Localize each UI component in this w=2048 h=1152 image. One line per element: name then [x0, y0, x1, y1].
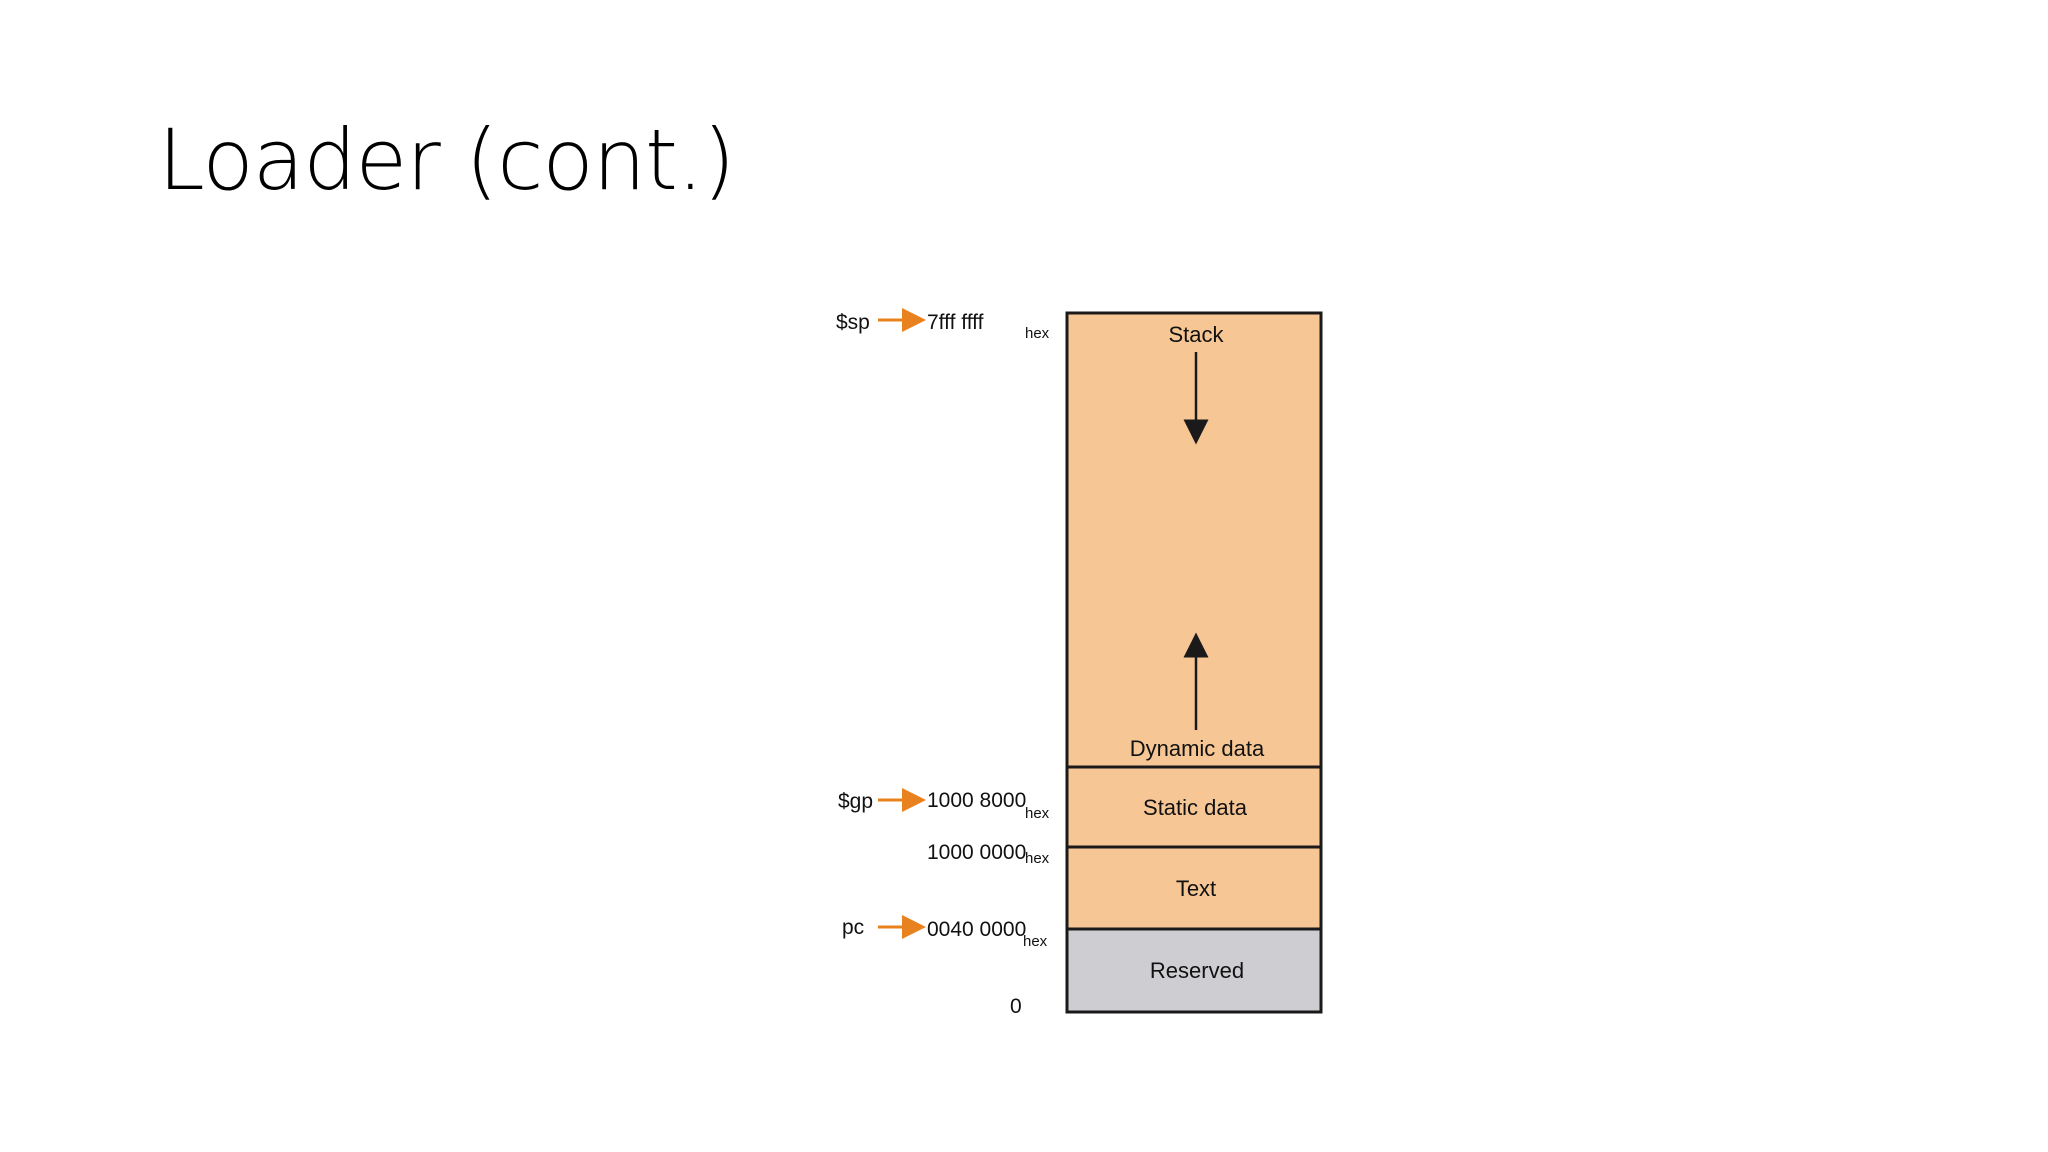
stack-dynamic-segment: [1065, 311, 1323, 769]
static-data-segment: [1065, 765, 1323, 849]
text-label: Text: [1176, 876, 1216, 901]
hex-suffix-data-start: hex: [1025, 850, 1050, 867]
dynamic-data-label: Dynamic data: [1130, 736, 1265, 761]
address-stack-top: 7fff ffff: [927, 311, 984, 334]
reserved-label: Reserved: [1150, 958, 1244, 983]
address-text-start: 0040 0000: [927, 918, 1026, 941]
hex-suffix-gp: hex: [1025, 805, 1050, 822]
hex-suffix-text-start: hex: [1023, 933, 1048, 950]
address-data-start: 1000 0000: [927, 841, 1026, 864]
hex-suffix-stack-top: hex: [1025, 325, 1050, 342]
register-pc-label: pc: [842, 916, 864, 939]
register-gp-label: $gp: [838, 790, 873, 813]
register-sp-label: $sp: [836, 311, 870, 334]
text-segment: [1065, 845, 1323, 931]
address-zero: 0: [1010, 995, 1022, 1018]
static-data-label: Static data: [1143, 795, 1248, 820]
reserved-segment: [1065, 927, 1323, 1014]
stack-label: Stack: [1168, 322, 1224, 347]
address-gp: 1000 8000: [927, 789, 1026, 812]
slide-title: Loader (cont.): [158, 111, 735, 209]
